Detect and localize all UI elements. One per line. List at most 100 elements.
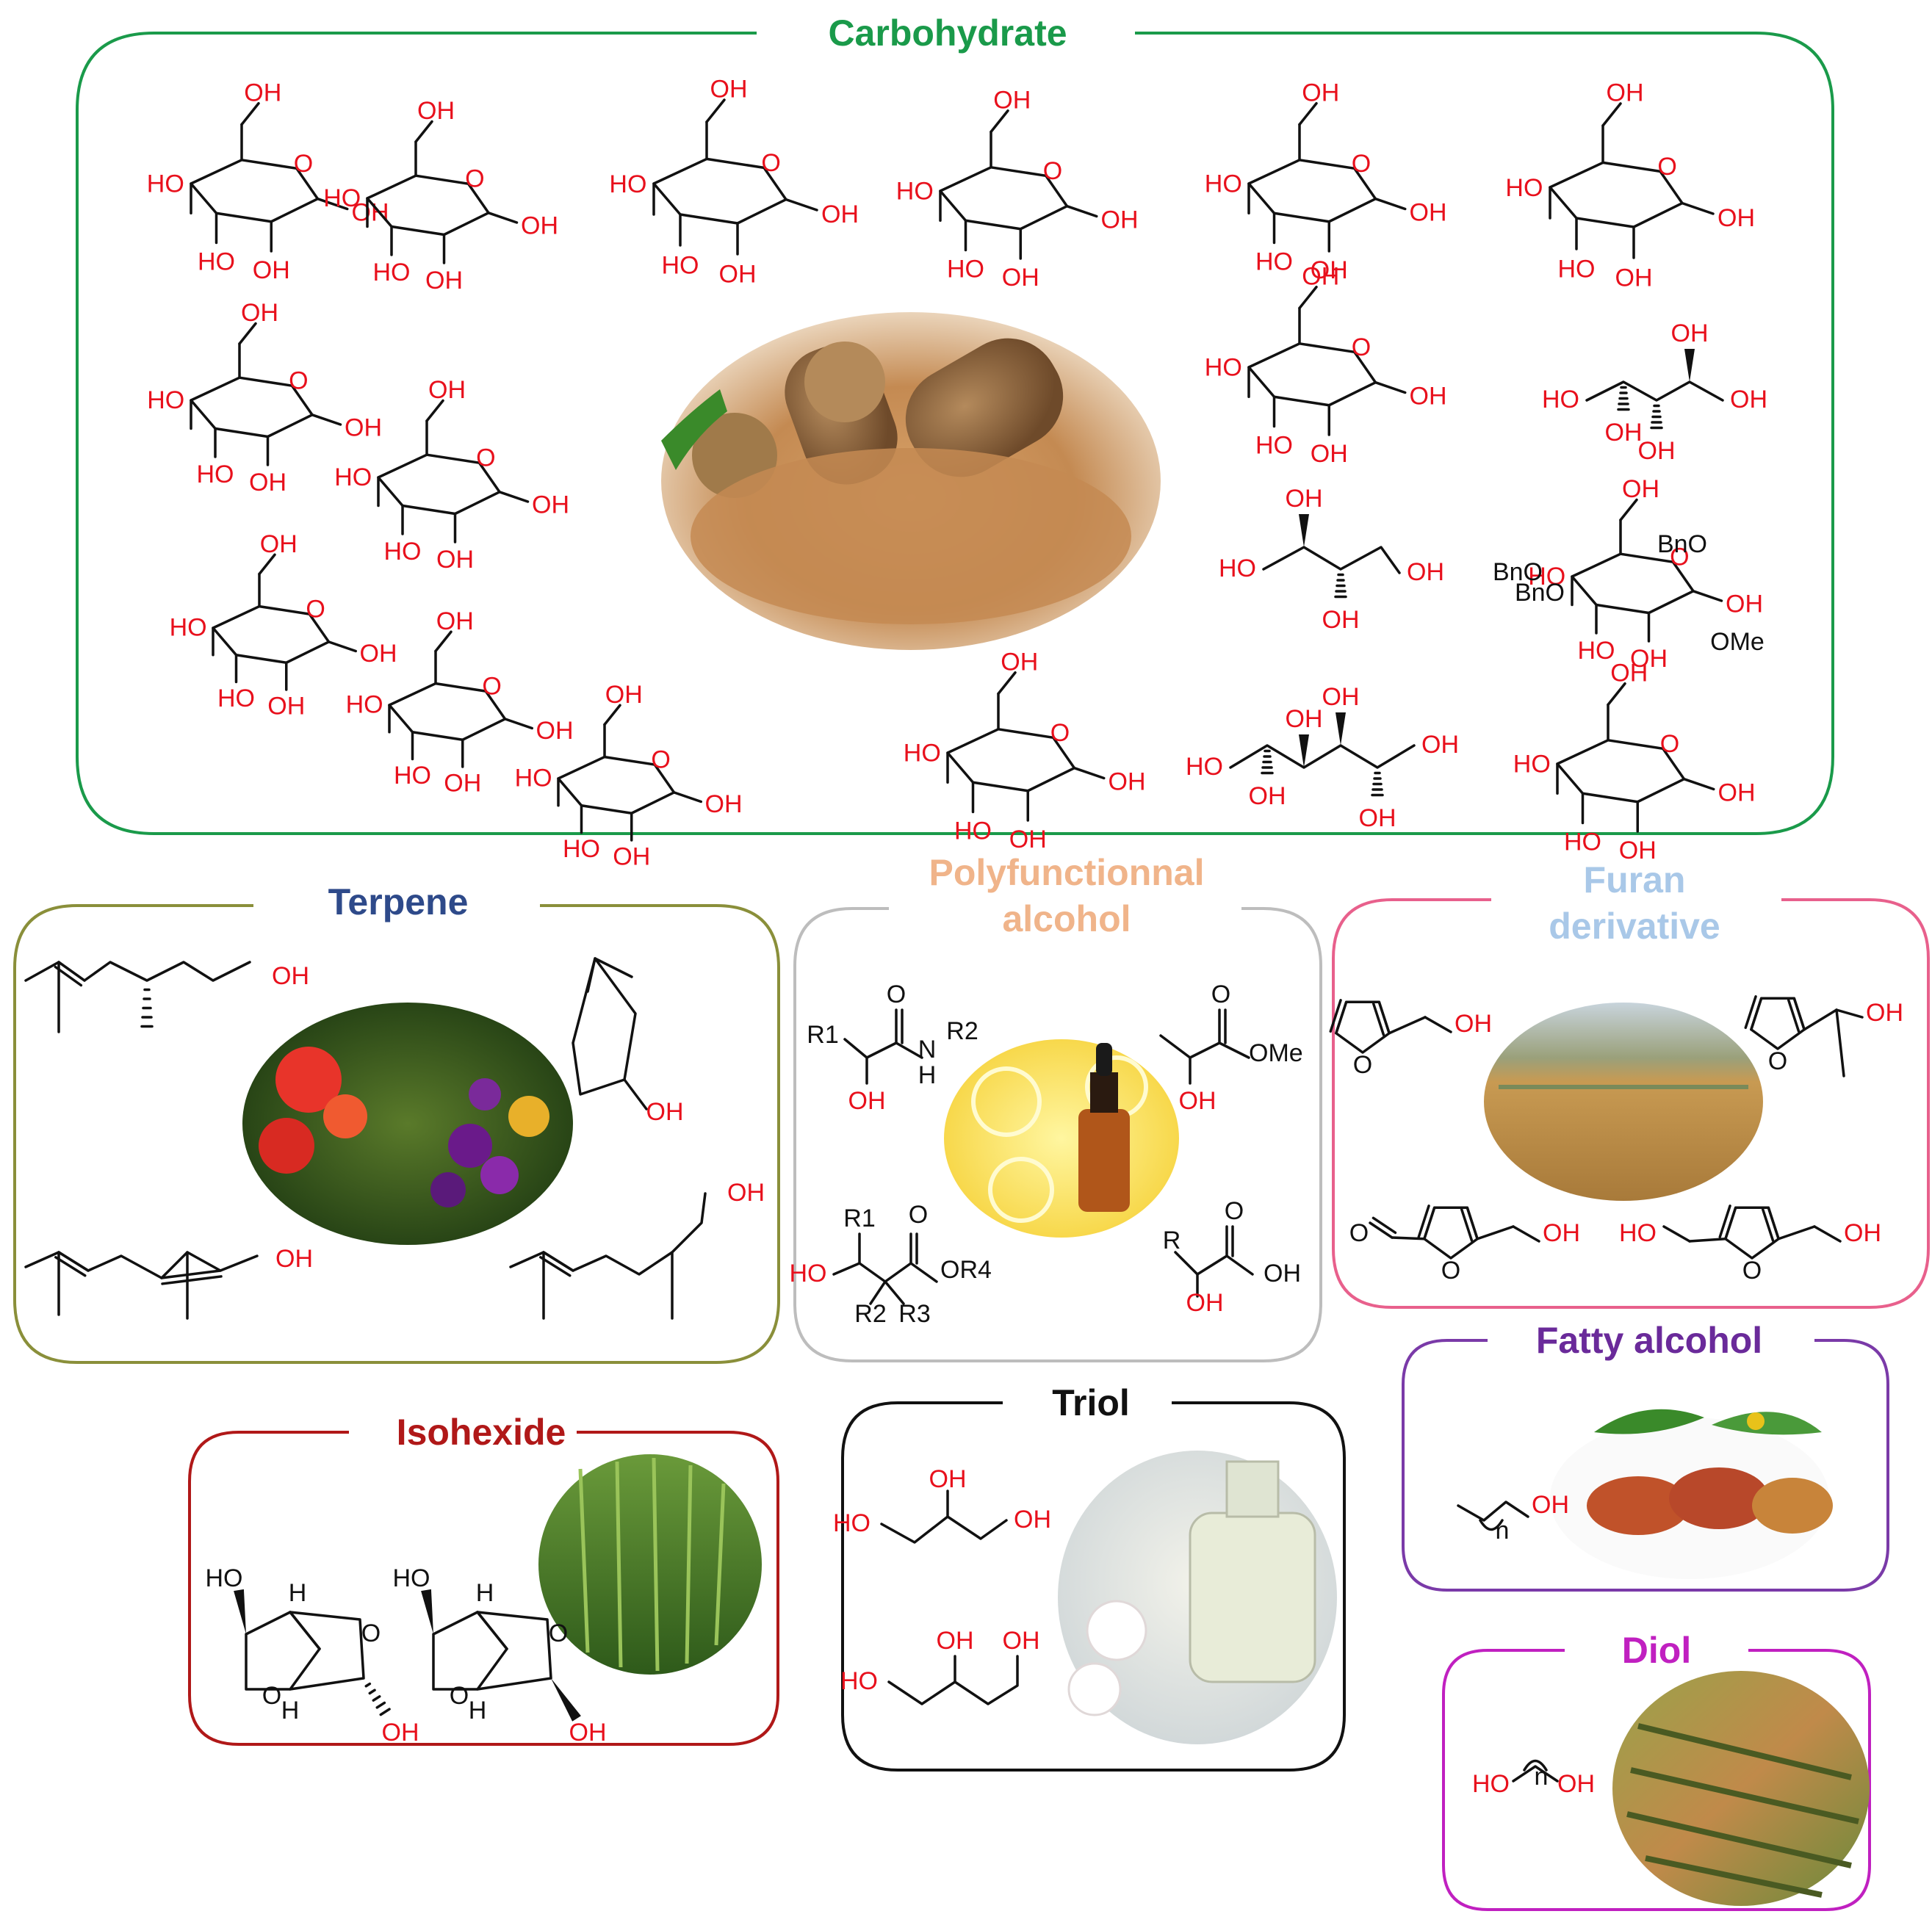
diol-title: Diol [1622, 1630, 1691, 1671]
atom-label-o: O [1657, 153, 1676, 181]
atom-label-o: O [1660, 730, 1679, 758]
bond [603, 704, 621, 726]
triol-frame [841, 1401, 1346, 1772]
atom-label-o: O [1349, 1219, 1369, 1247]
atom-label-r2: R2 [946, 1017, 978, 1045]
bond [1065, 204, 1098, 218]
carbohydrate-frame [76, 32, 1834, 835]
bond [1298, 286, 1318, 310]
bond [672, 791, 702, 803]
atom-label-o: O [1768, 1047, 1787, 1075]
atom-label-oh: OH [1410, 199, 1447, 227]
atom-label-h: H [476, 1579, 494, 1607]
atom-label-oh: OH [1302, 79, 1339, 106]
atom-label-oh: OH [821, 201, 859, 228]
atom-label-oh: OH [267, 693, 305, 721]
bond [1803, 1008, 1838, 1031]
atom-label-oh: OH [1009, 826, 1047, 853]
atom-label-ho: HO [1558, 255, 1596, 283]
atom-label-bno: BnO [1515, 579, 1565, 607]
atom-label-oh: OH [993, 86, 1031, 114]
bond [884, 1280, 905, 1305]
terpene-frame [13, 904, 780, 1364]
bond [1682, 777, 1715, 791]
bond [434, 630, 453, 653]
atom-label-o: O [1352, 333, 1371, 361]
hash-bond [379, 1708, 391, 1716]
furan-title-line1: Furan [1584, 859, 1686, 900]
bond [238, 322, 257, 345]
atom-label-oh: OH [241, 299, 278, 327]
atom-label-oh: OH [1286, 485, 1323, 513]
sugarcane-stalks-photo [1612, 1671, 1870, 1906]
bond [1174, 1251, 1254, 1276]
bond [1371, 1002, 1385, 1036]
bond [509, 1192, 707, 1276]
furan-panel: Furan derivative [1332, 859, 1930, 1309]
bond [1460, 1207, 1474, 1242]
bond [1724, 1206, 1737, 1241]
atom-label-ho: HO [790, 1260, 827, 1288]
atom-label-oh: OH [1407, 558, 1444, 586]
atom-label-o: O [1043, 157, 1062, 185]
atom-label-ho: HO [394, 762, 431, 790]
atom-label-oh: OH [1455, 1010, 1492, 1038]
bond [498, 491, 530, 503]
atom-label-n_sub: n [1535, 1763, 1549, 1791]
bond [54, 1256, 87, 1277]
bond [586, 957, 596, 993]
bond [1298, 102, 1318, 126]
bond [1073, 766, 1106, 780]
atom-label-ho: HO [896, 178, 934, 206]
atom-label-ho: HO [206, 1564, 243, 1592]
atom-label-oh: OH [1717, 204, 1755, 232]
atom-label-h: H [281, 1697, 300, 1725]
bond [1761, 1207, 1775, 1242]
bond [1750, 997, 1806, 1050]
atom-label-oh: OH [444, 770, 481, 798]
atom-label-ho: HO [662, 251, 699, 279]
wedge-bond [234, 1589, 246, 1634]
atom-label-o: O [1352, 150, 1371, 178]
atom-label-oh: OH [1186, 1289, 1224, 1317]
atom-label-ho: HO [1472, 1770, 1510, 1798]
bond [1787, 998, 1801, 1033]
atom-label-ho: HO [515, 765, 552, 792]
bond [289, 1611, 365, 1691]
atom-label-ho: HO [833, 1509, 871, 1537]
atom-label-o: O [549, 1619, 568, 1647]
bond [487, 212, 519, 224]
bond [1835, 1008, 1864, 1019]
wedge-bond [1299, 734, 1309, 768]
atom-label-oh: OH [417, 97, 455, 125]
atom-label-ho: HO [1578, 637, 1615, 665]
bond [245, 1611, 321, 1691]
atom-label-oh: OH [260, 530, 298, 558]
hash-bond [364, 1682, 372, 1688]
atom-label-ho: HO [1528, 563, 1565, 591]
atom-label-ho: HO [1542, 386, 1579, 414]
bond [160, 1269, 222, 1279]
bond [1374, 197, 1407, 211]
bond [1423, 1206, 1436, 1241]
atom-label-o: O [761, 149, 780, 177]
atom-label-oh: OH [1866, 999, 1903, 1027]
bond [785, 198, 818, 212]
nerol: OH [509, 1179, 765, 1320]
wedge-bond [1299, 514, 1309, 547]
atom-label-oh: OH [1726, 590, 1763, 618]
atom-label-n: N [918, 1036, 937, 1063]
atom-label-ho: HO [1505, 174, 1543, 202]
bond [1724, 1206, 1780, 1260]
atom-label-oh: OH [532, 491, 569, 519]
bond [1391, 1236, 1426, 1241]
borneol: OH [572, 957, 684, 1126]
